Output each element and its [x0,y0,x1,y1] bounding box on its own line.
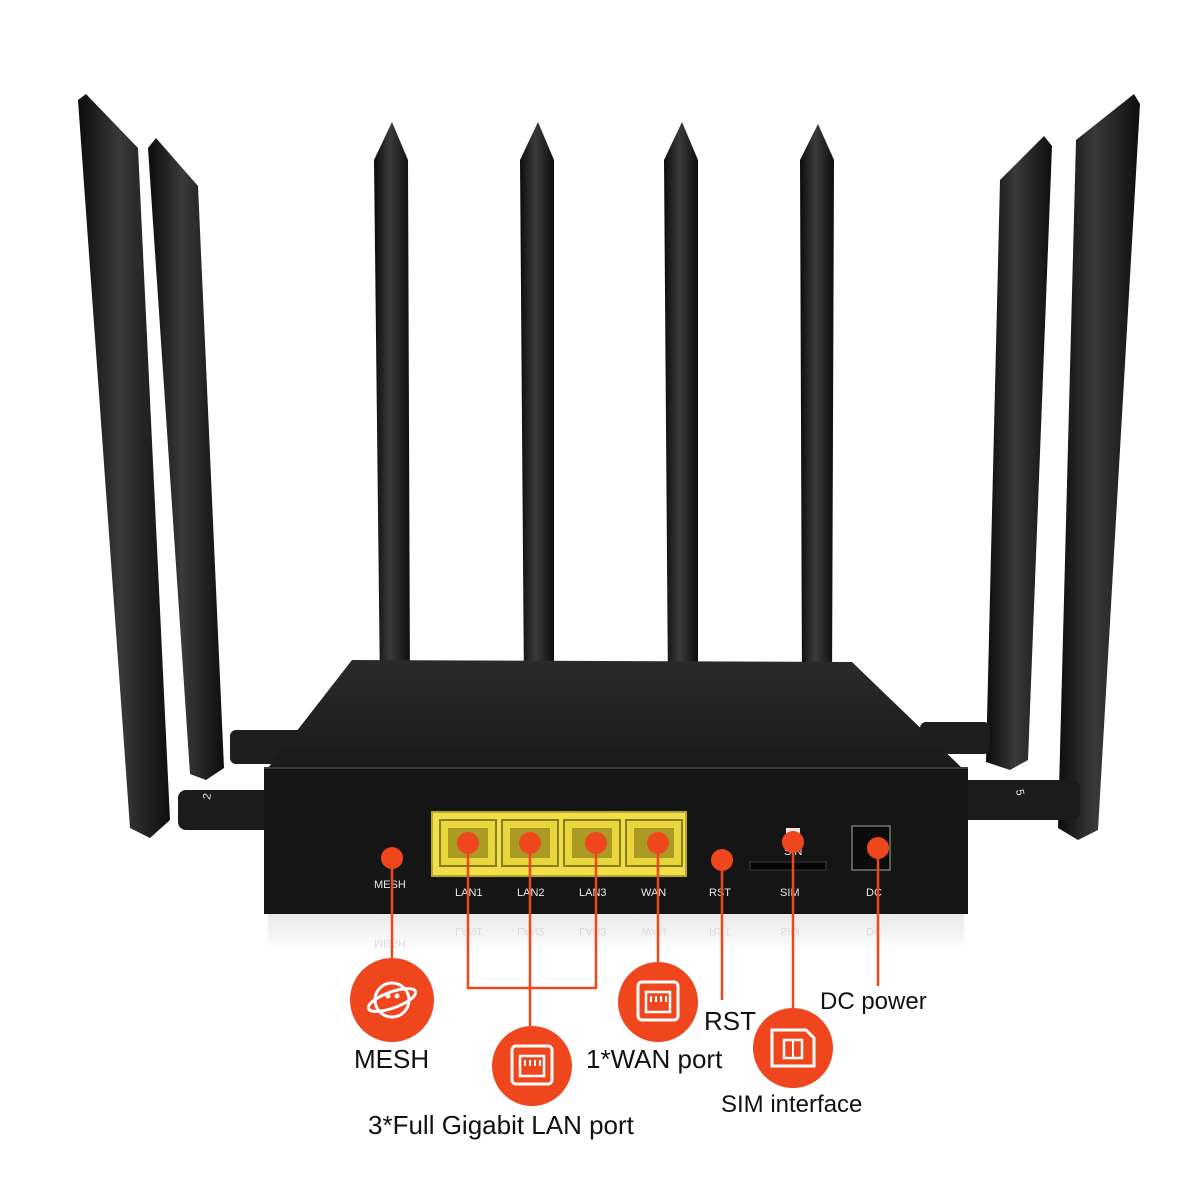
sim-card-icon [753,1008,833,1088]
lan1-dot [457,832,479,854]
callout-rst: RST [704,1006,756,1036]
wan-port-icon [618,962,698,1042]
antenna [664,122,698,690]
router-reflection [268,914,964,954]
reflection-label-lan3: LAN3 [579,925,607,937]
lan3-dot [585,832,607,854]
antenna [78,94,170,838]
reflection-label-rst: RST [709,925,731,937]
router-top-surface [268,660,962,768]
port-label-mesh: MESH [374,879,406,891]
reflection-label-wan: WAN [641,925,666,937]
callout-lines [390,842,880,1026]
antenna [374,122,410,690]
dc-dot [867,837,889,859]
callout-wan: 1*WAN port [586,1044,723,1074]
port-labels: MESH LAN1 LAN2 LAN3 WAN RST SIM DC [374,879,882,899]
wan-dot [647,832,669,854]
lan2-port [501,819,559,867]
port-label-dc: DC [866,887,882,899]
mesh-icon [350,958,434,1042]
lan2-dot [519,832,541,854]
port-label-wan: WAN [641,887,666,899]
port-label-rst: RST [709,887,731,899]
port-label-lan3: LAN3 [579,887,607,899]
antenna-number-right: 5 [1013,788,1026,796]
antenna [986,136,1052,770]
callout-dc: DC power [820,988,927,1015]
antenna-number-left: 2 [201,792,214,800]
lan-callout-line [466,846,598,990]
callout-sim: SIM interface [721,1091,863,1118]
port-label-sim: SIM [780,887,800,899]
antenna-connector [960,780,1080,820]
rst-dot [711,849,733,871]
antenna [520,122,554,690]
router-body [264,660,968,954]
antenna [148,138,224,780]
callout-lan: 3*Full Gigabit LAN port [368,1110,634,1140]
reflection-label-mesh: MESH [374,937,406,949]
antenna [800,124,834,690]
antenna [1058,94,1140,840]
reflection-label-sim: SIM [780,925,800,937]
sim-slot [749,861,827,871]
reflection-label-dc: DC [866,925,882,937]
mesh-dot [381,847,403,869]
callout-dots [381,831,889,871]
callout-mesh: MESH [354,1044,430,1074]
sim-dot [782,831,804,853]
lan-port-icon [492,1026,572,1106]
